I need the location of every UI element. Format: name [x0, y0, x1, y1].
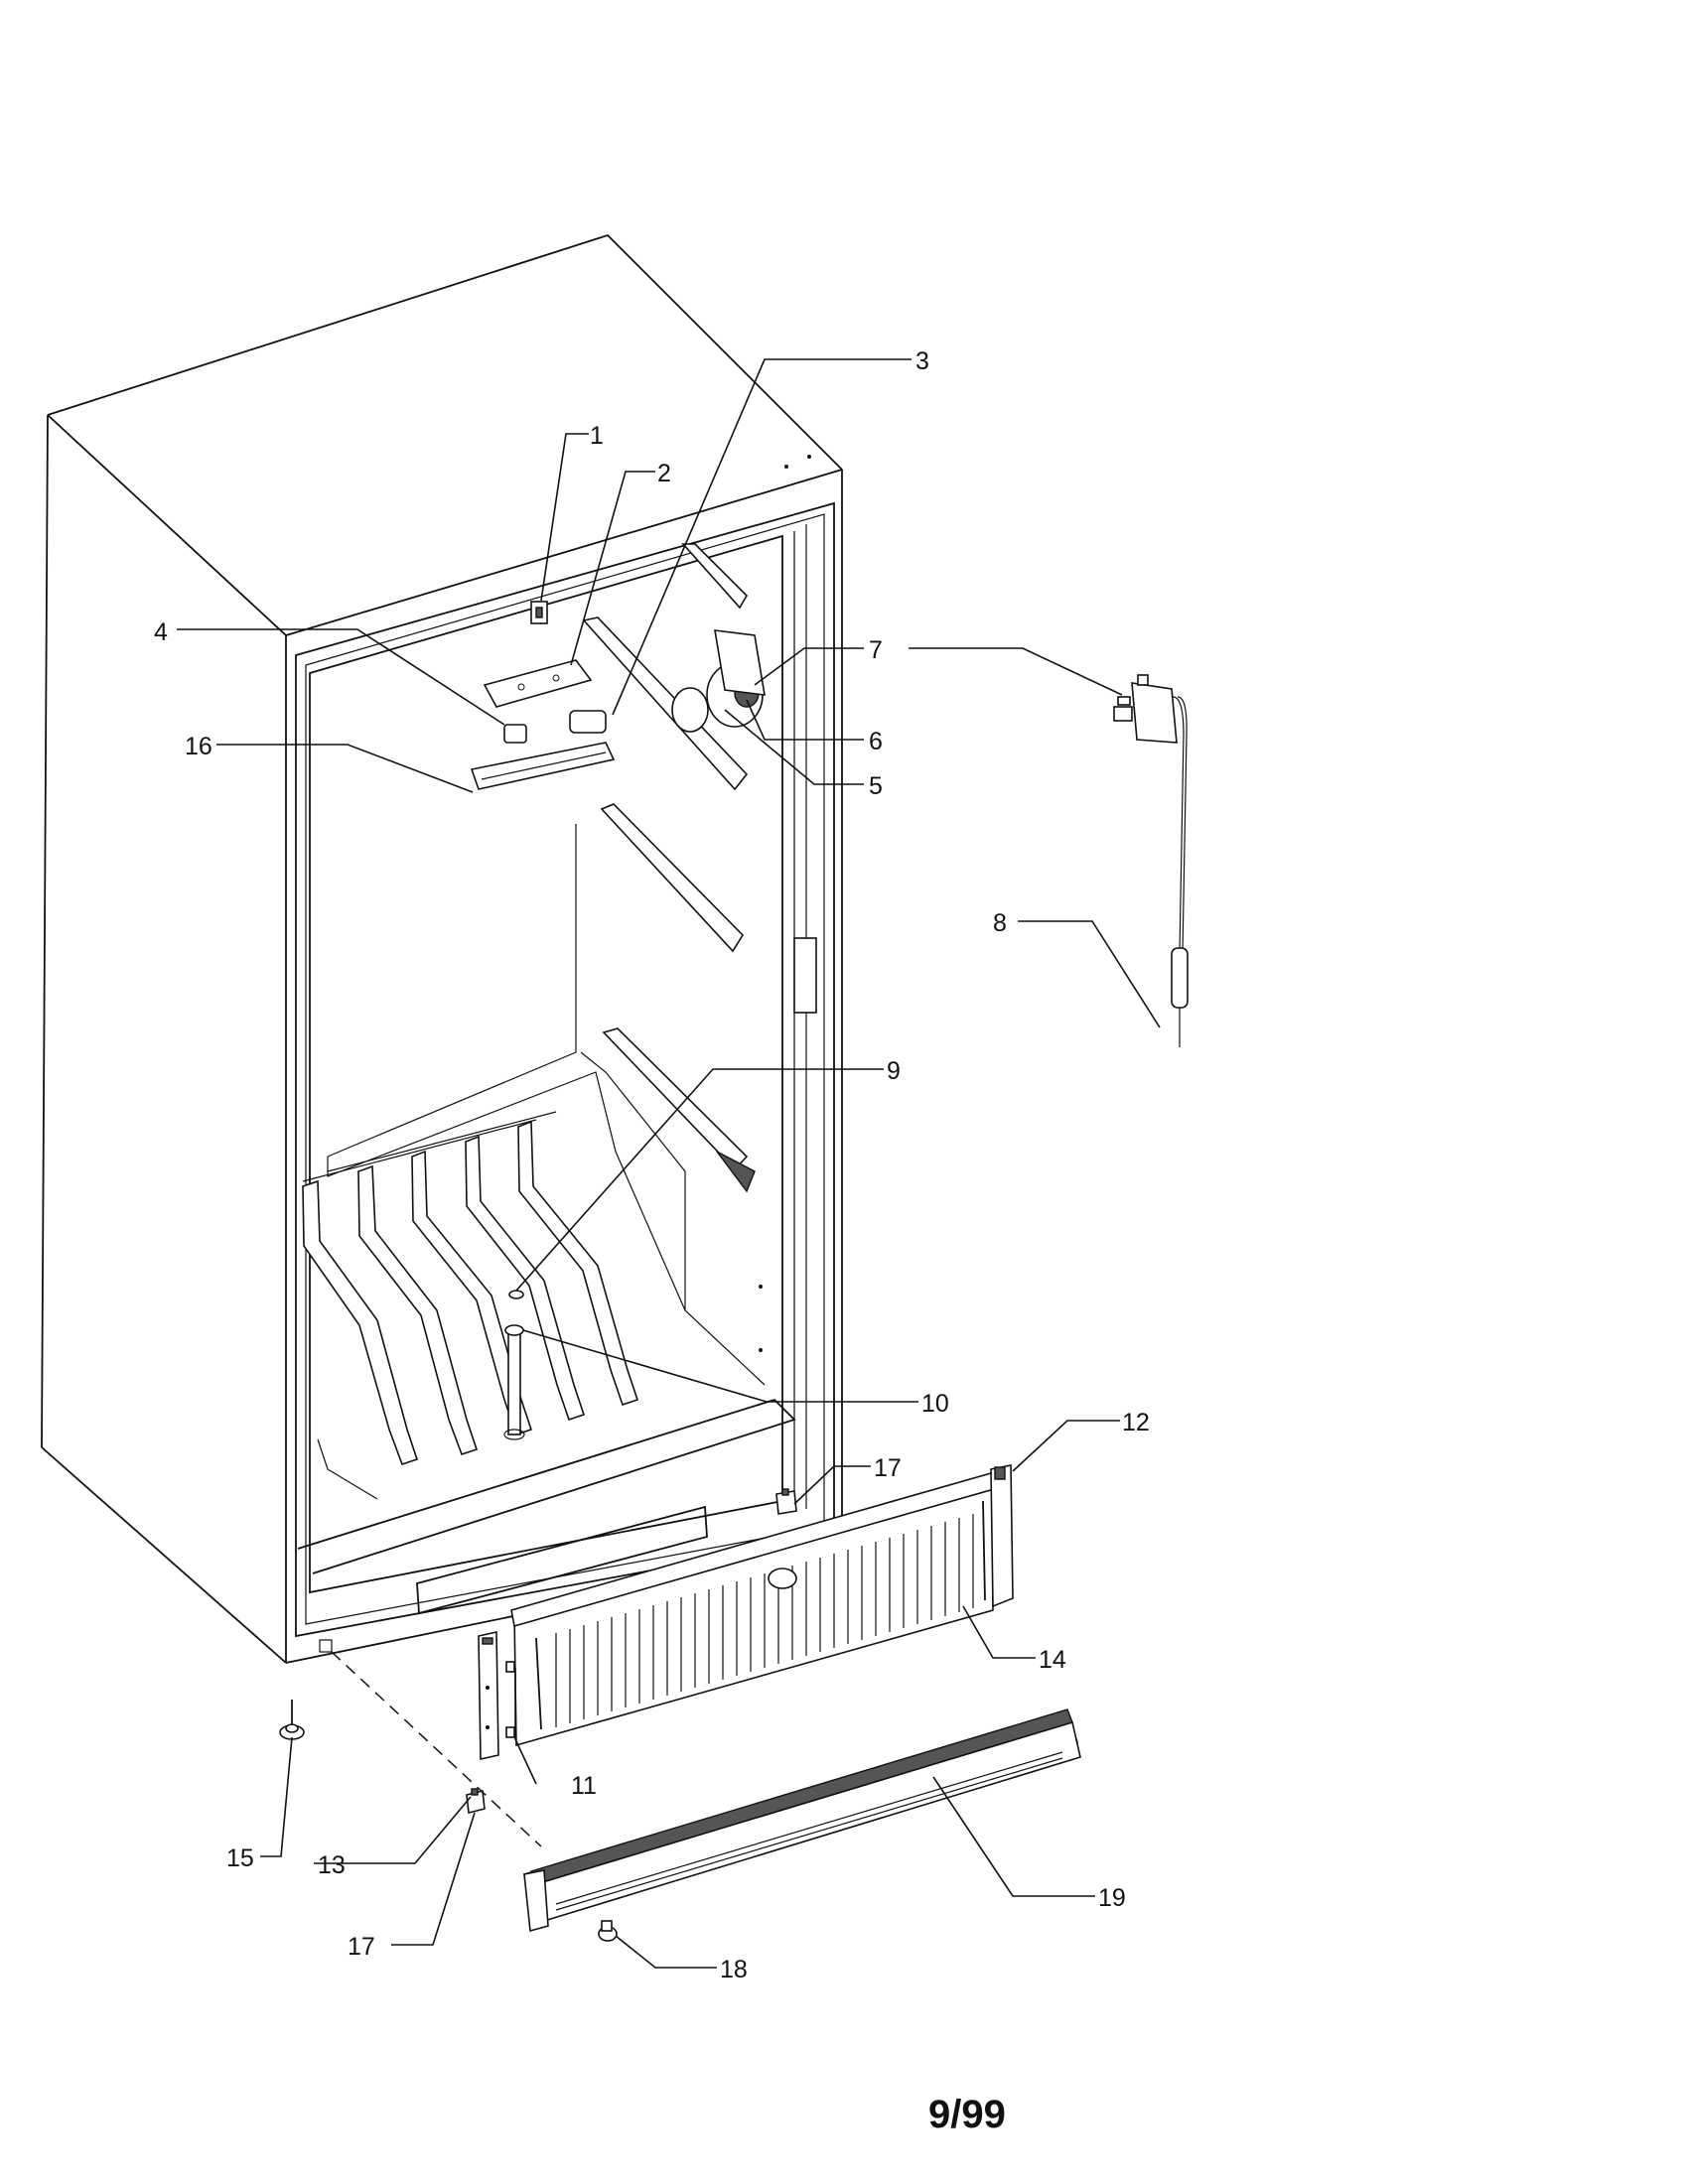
wire-ribs: [302, 1111, 639, 1466]
callout-2: 2: [657, 460, 671, 487]
callout-6: 6: [869, 728, 883, 755]
callout-5: 5: [869, 772, 883, 800]
leveling-leg: [279, 1700, 305, 1740]
kick-panel: [523, 1708, 1081, 1933]
cabinet-shell: [41, 233, 843, 1664]
thermostat: [1113, 674, 1189, 1047]
base-grille: [510, 1464, 1014, 1747]
brackets: [466, 1488, 797, 1814]
page-number: 9/99: [928, 2093, 1006, 2136]
callout-3: 3: [915, 347, 929, 375]
alignment-dashed-line: [331, 1651, 542, 1847]
callout-12: 12: [1122, 1409, 1150, 1436]
callout-1: 1: [590, 422, 604, 450]
callout-4: 4: [154, 618, 168, 646]
callout-19: 19: [1098, 1884, 1126, 1912]
drain-tube: [503, 1290, 525, 1440]
callout-11: 11: [571, 1772, 597, 1800]
callout-labels: 1 2 3 4 5 6 7 8 9 10 11 12 13 14 15 16 1…: [154, 347, 1150, 1983]
callout-10: 10: [921, 1390, 949, 1418]
callout-17-top: 17: [874, 1454, 902, 1482]
callout-17-bottom: 17: [348, 1933, 375, 1961]
leader-lines: [177, 358, 1161, 1969]
callout-9: 9: [887, 1057, 901, 1085]
screw: [598, 1920, 618, 1942]
callout-14: 14: [1039, 1646, 1066, 1674]
grille-slots: [555, 1514, 974, 1727]
callout-8: 8: [993, 909, 1007, 937]
shelf-rails: [582, 543, 756, 1193]
callout-18: 18: [720, 1956, 748, 1983]
callout-7: 7: [869, 636, 883, 664]
callout-15: 15: [226, 1844, 254, 1872]
callout-16: 16: [185, 733, 212, 760]
callout-13: 13: [318, 1851, 346, 1879]
control-housing: [470, 601, 766, 790]
